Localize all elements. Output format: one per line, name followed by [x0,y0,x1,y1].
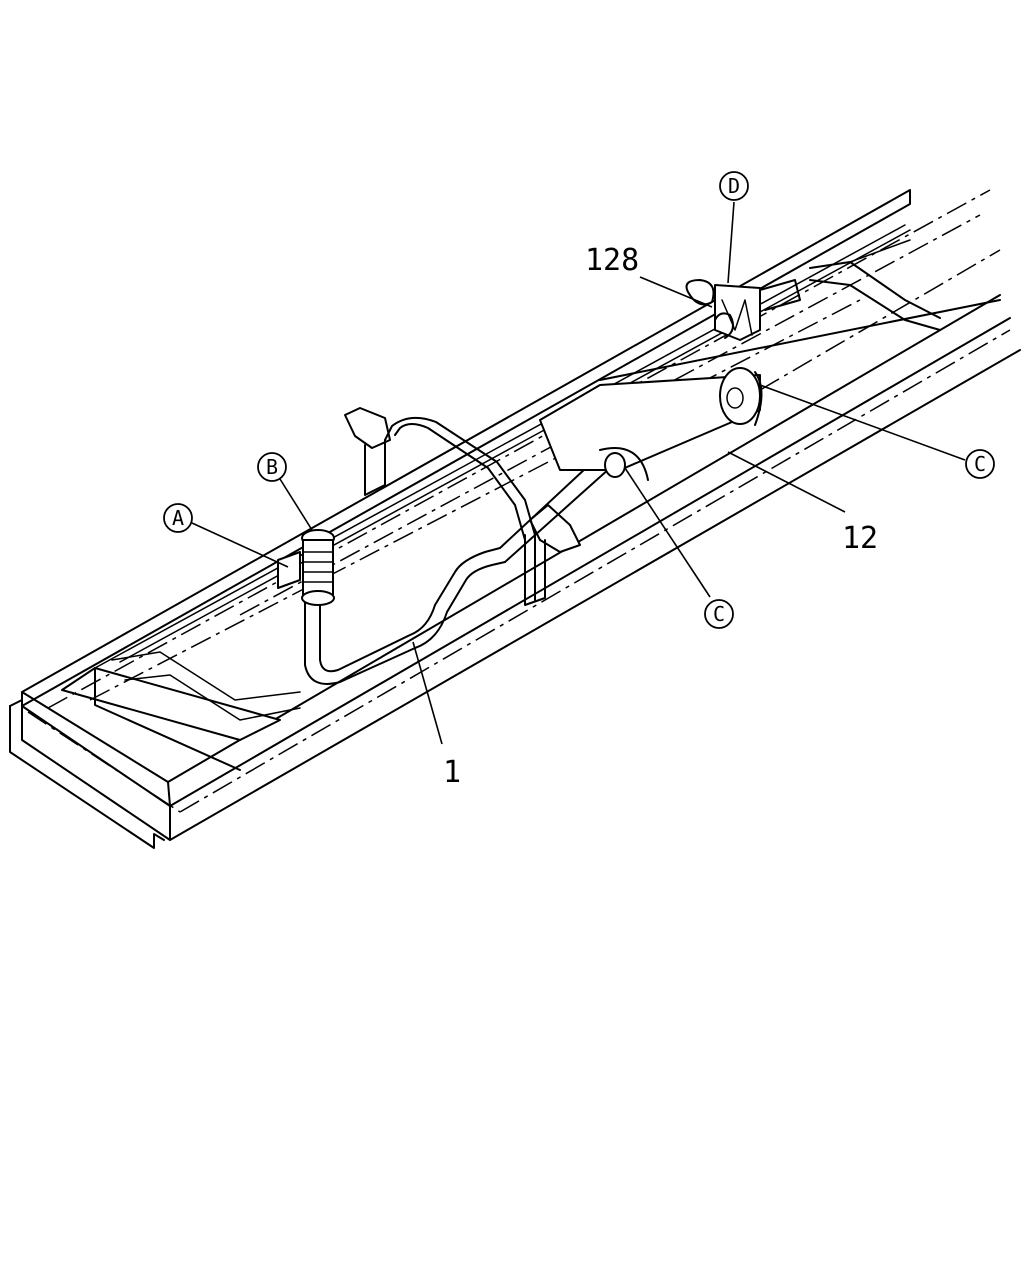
leader-lines [191,201,966,745]
callout-d-label: D [728,174,740,198]
callout-c-right: C [965,449,995,479]
callout-a: A [163,503,193,533]
chassis-frame [9,189,1021,849]
muffler [539,279,763,481]
callout-d: D [719,171,749,201]
callout-c-right-label: C [974,452,986,476]
flex-joint [277,529,335,606]
part-number-1: 1 [443,755,461,790]
callout-b: B [257,452,287,482]
part-number-128: 128 [585,243,639,278]
hanger-brackets [344,279,801,606]
callout-c-lower: C [704,599,734,629]
part-number-12: 12 [842,521,878,556]
callout-a-label: A [172,506,184,530]
callout-c-lower-label: C [713,602,725,626]
callout-b-label: B [266,455,278,479]
